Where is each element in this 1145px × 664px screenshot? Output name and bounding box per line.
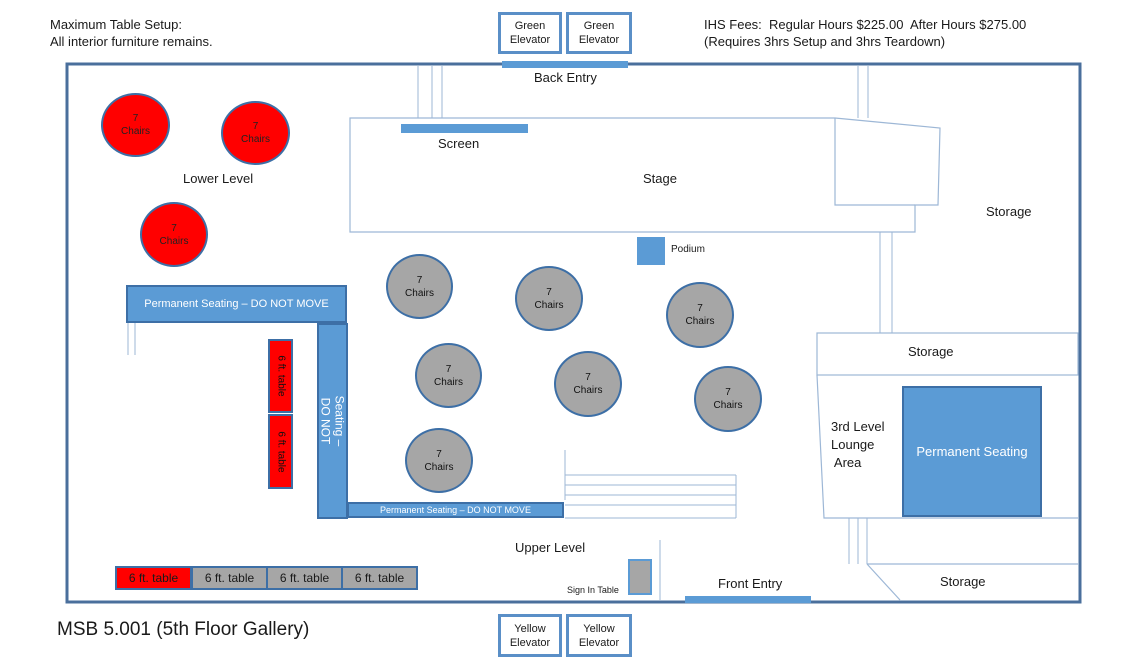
chairs-label: Chairs (241, 134, 270, 145)
chairs-label: Chairs (159, 235, 189, 247)
podium (637, 237, 665, 265)
storage-label-mid: Storage (908, 344, 954, 359)
back-entry-bar (502, 61, 628, 68)
front-entry-bar (685, 596, 811, 603)
chair-count: 7 (585, 372, 591, 383)
fees-note: IHS Fees: Regular Hours $225.00 After Ho… (704, 17, 1027, 49)
permanent-seating-vertical: Permanent Seating – DO NOT MOVE (305, 323, 361, 519)
lower-level-label: Lower Level (183, 171, 254, 186)
chair-count: 7 (436, 448, 442, 460)
chair-count: 7 (697, 303, 703, 314)
storage-label-bottom: Storage (940, 574, 986, 589)
chairs-label: Chairs (713, 400, 743, 411)
chairs-label: Chairs (405, 287, 434, 299)
permanent-seating-vertical-label: Permanent Seating – DO NOT MOVE (304, 391, 361, 451)
chair-count: 7 (252, 121, 259, 132)
green-elevator-1: Green Elevator (498, 12, 562, 54)
six-ft-table-gray: 6 ft. table (266, 566, 343, 590)
lounge-permanent-seating: Permanent Seating (902, 386, 1042, 517)
yellow-elevator-1: Yellow Elevator (498, 614, 562, 657)
permanent-seating-top: Permanent Seating – DO NOT MOVE (126, 285, 347, 323)
yellow-elevator-2: Yellow Elevator (566, 614, 632, 657)
podium-label: Podium (671, 244, 705, 255)
upper-level-label: Upper Level (515, 540, 586, 555)
chair-count: 7 (171, 222, 177, 234)
setup-note: Maximum Table Setup: All interior furnit… (50, 17, 213, 49)
screen-bar (401, 124, 528, 133)
sign-in-table (628, 559, 652, 595)
chairs-label: Chairs (424, 461, 454, 473)
six-ft-table-label: 6 ft. table (275, 430, 286, 473)
chair-count: 7 (546, 286, 552, 298)
chairs-label: Chairs (121, 126, 150, 137)
chairs-label: Chairs (573, 385, 603, 396)
six-ft-table-gray: 6 ft. table (191, 566, 268, 590)
back-entry-label: Back Entry (534, 70, 597, 85)
permanent-seating-bottom: Permanent Seating – DO NOT MOVE (347, 502, 564, 518)
stage-outline (349, 117, 941, 233)
green-elevator-2: Green Elevator (566, 12, 632, 54)
lounge-label: 3rd Level Lounge Area (831, 419, 885, 470)
six-ft-table-gray: 6 ft. table (341, 566, 418, 590)
chair-count: 7 (416, 274, 423, 286)
chair-count: 7 (725, 387, 731, 398)
chair-count: 7 (132, 113, 139, 124)
chairs-label: Chairs (685, 316, 715, 327)
six-ft-table-vertical: 6 ft. table (268, 414, 293, 489)
front-entry-label: Front Entry (718, 576, 783, 591)
six-ft-table-vertical: 6 ft. table (268, 339, 293, 413)
chairs-label: Chairs (434, 376, 463, 388)
sign-in-table-label: Sign In Table (567, 585, 619, 595)
chair-count: 7 (445, 363, 452, 375)
storage-box (816, 332, 1079, 376)
six-ft-table-label: 6 ft. table (275, 355, 286, 397)
room-title: MSB 5.001 (5th Floor Gallery) (57, 619, 310, 640)
six-ft-table-red: 6 ft. table (115, 566, 192, 590)
stage-label: Stage (643, 171, 677, 186)
storage-label-right: Storage (986, 204, 1032, 219)
screen-label: Screen (438, 136, 480, 151)
chairs-label: Chairs (534, 299, 564, 311)
